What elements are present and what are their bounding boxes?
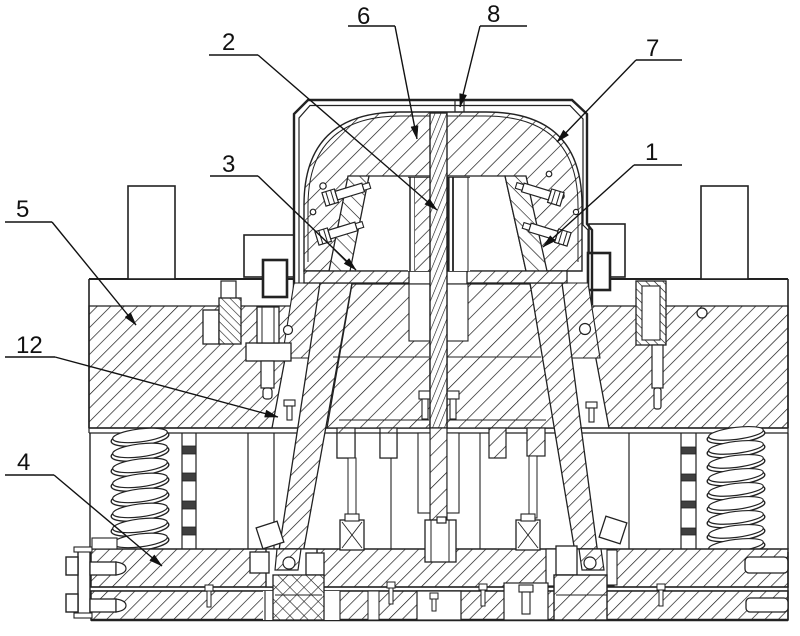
svg-text:6: 6 (357, 3, 370, 30)
svg-text:8: 8 (487, 1, 500, 28)
svg-text:5: 5 (16, 196, 29, 223)
svg-text:7: 7 (646, 35, 659, 62)
svg-text:1: 1 (645, 139, 658, 166)
svg-text:4: 4 (17, 449, 30, 476)
svg-text:3: 3 (222, 151, 235, 178)
svg-text:2: 2 (222, 29, 235, 56)
svg-text:12: 12 (16, 332, 43, 359)
